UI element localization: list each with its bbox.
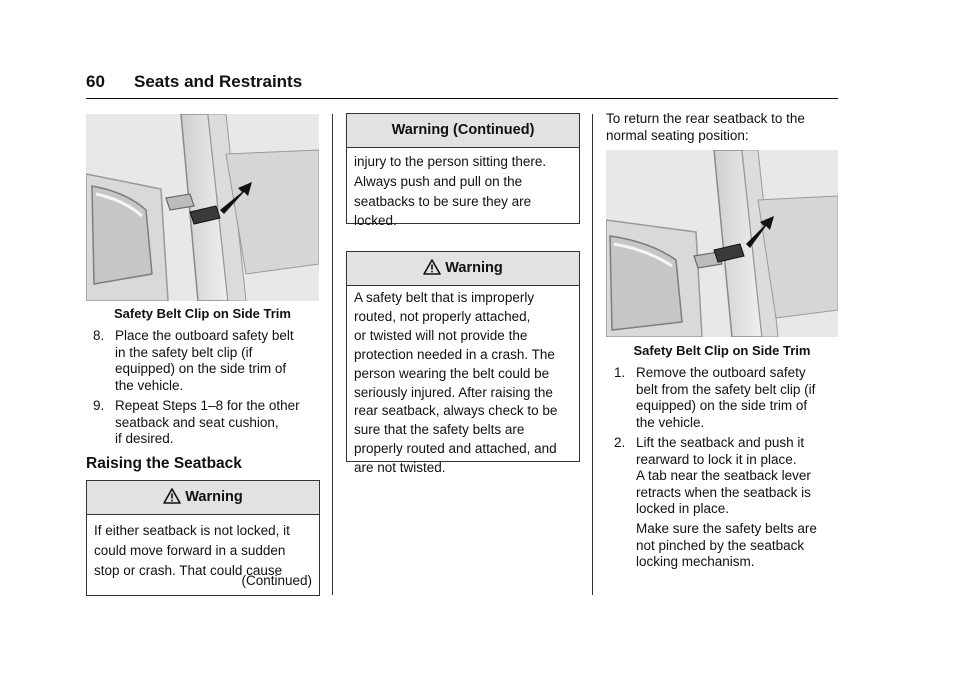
warning-box: Warning A safety belt that is improperly… — [346, 251, 580, 475]
step-text-line: belt from the safety belt clip (if — [636, 381, 816, 397]
intro-text-line: normal seating position: — [606, 127, 749, 143]
figure-caption: Safety Belt Clip on Side Trim — [633, 343, 811, 358]
step-number: 1. — [614, 365, 626, 380]
step-text-line: Place the outboard safety belt — [115, 328, 294, 343]
step-text-line: retracts when the seatback is — [636, 484, 811, 500]
warning-text-line: could move forward in a sudden — [94, 542, 286, 558]
page-header: 60 Seats and Restraints — [86, 72, 838, 98]
step-text-line: A tab near the seatback lever — [636, 468, 811, 483]
warning-text-line: If either seatback is not locked, it — [94, 523, 290, 538]
continued-label: (Continued) — [241, 573, 312, 588]
step-text-line: seatback and seat cushion, — [115, 414, 279, 430]
warning-box: Warning If either seatback is not locked… — [86, 480, 320, 596]
step-text-line: locked in place. — [636, 501, 730, 516]
step-text-line: rearward to lock it in place. — [636, 451, 797, 467]
step-text-line: the vehicle. — [115, 377, 184, 393]
subheading: Raising the Seatback — [86, 455, 242, 472]
warning-title: Warning — [185, 489, 243, 505]
step-text-line: Lift the seatback and push it — [636, 435, 805, 450]
step-text-line: Remove the outboard safety — [636, 365, 806, 380]
warning-text-line: sure that the safety belts are — [354, 422, 525, 438]
note-text-line: locking mechanism. — [636, 554, 755, 569]
seatbelt-clip-photo — [86, 114, 319, 301]
step-text-line: equipped) on the side trim of — [636, 398, 808, 413]
warning-text-line: A safety belt that is improperly — [354, 290, 535, 305]
header-rule — [86, 98, 838, 99]
warning-text-line: routed, not properly attached, — [354, 308, 531, 324]
warning-header: Warning — [347, 252, 579, 286]
step-text-line: the vehicle. — [636, 414, 705, 430]
step-number: 8. — [93, 328, 105, 343]
note-text-line: not pinched by the seatback — [636, 537, 805, 553]
step-number: 9. — [93, 398, 105, 413]
warning-body: A safety belt that is improperly routed,… — [354, 289, 572, 478]
warning-title: Warning — [445, 260, 503, 276]
step-text-line: in the safety belt clip (if — [115, 344, 253, 360]
intro-text-line: To return the rear seatback to the — [606, 111, 805, 126]
warning-body: injury to the person sitting there. Alwa… — [354, 152, 572, 231]
warning-text-line: protection needed in a crash. The — [354, 346, 555, 362]
section-title: Seats and Restraints — [134, 72, 303, 91]
warning-continued-box: Warning (Continued) injury to the person… — [346, 113, 580, 228]
warning-triangle-icon — [423, 259, 442, 275]
seatbelt-clip-illustration — [86, 114, 319, 301]
warning-body: If either seatback is not locked, it cou… — [94, 521, 312, 580]
seatbelt-clip-illustration — [606, 150, 838, 337]
intro-paragraph: To return the rear seatback to the norma… — [606, 111, 838, 144]
column-divider — [592, 114, 593, 595]
page-number: 60 — [86, 72, 105, 91]
warning-text-line: or twisted will not provide the — [354, 327, 528, 343]
warning-text-line: seriously injured. After raising the — [354, 384, 553, 400]
step-number: 2. — [614, 435, 626, 450]
warning-text-line: person wearing the belt could be — [354, 365, 550, 381]
warning-triangle-icon — [163, 488, 182, 504]
warning-text-line: seatbacks to be sure they are — [354, 193, 532, 209]
warning-text-line: Always push and pull on the — [354, 173, 523, 189]
warning-text-line: stop or crash. That could cause — [94, 562, 283, 578]
column-divider — [332, 114, 333, 595]
note-paragraph: Make sure the safety belts are not pinch… — [636, 521, 838, 571]
warning-text-line: properly routed and attached, and — [354, 441, 557, 457]
warning-text-line: are not twisted. — [354, 460, 446, 476]
warning-text-line: injury to the person sitting there. — [354, 154, 547, 169]
warning-text-line: rear seatback, always check to be — [354, 403, 558, 419]
note-text-line: Make sure the safety belts are — [636, 521, 817, 536]
warning-header: Warning — [87, 481, 319, 515]
warning-text-line: locked. — [354, 213, 397, 229]
step-text-line: equipped) on the side trim of — [115, 361, 287, 376]
step-text-line: if desired. — [115, 431, 174, 446]
seatbelt-clip-photo — [606, 150, 838, 337]
step-text-line: Repeat Steps 1–8 for the other — [115, 398, 300, 413]
figure-caption: Safety Belt Clip on Side Trim — [114, 306, 291, 321]
warning-header: Warning (Continued) — [347, 114, 579, 148]
